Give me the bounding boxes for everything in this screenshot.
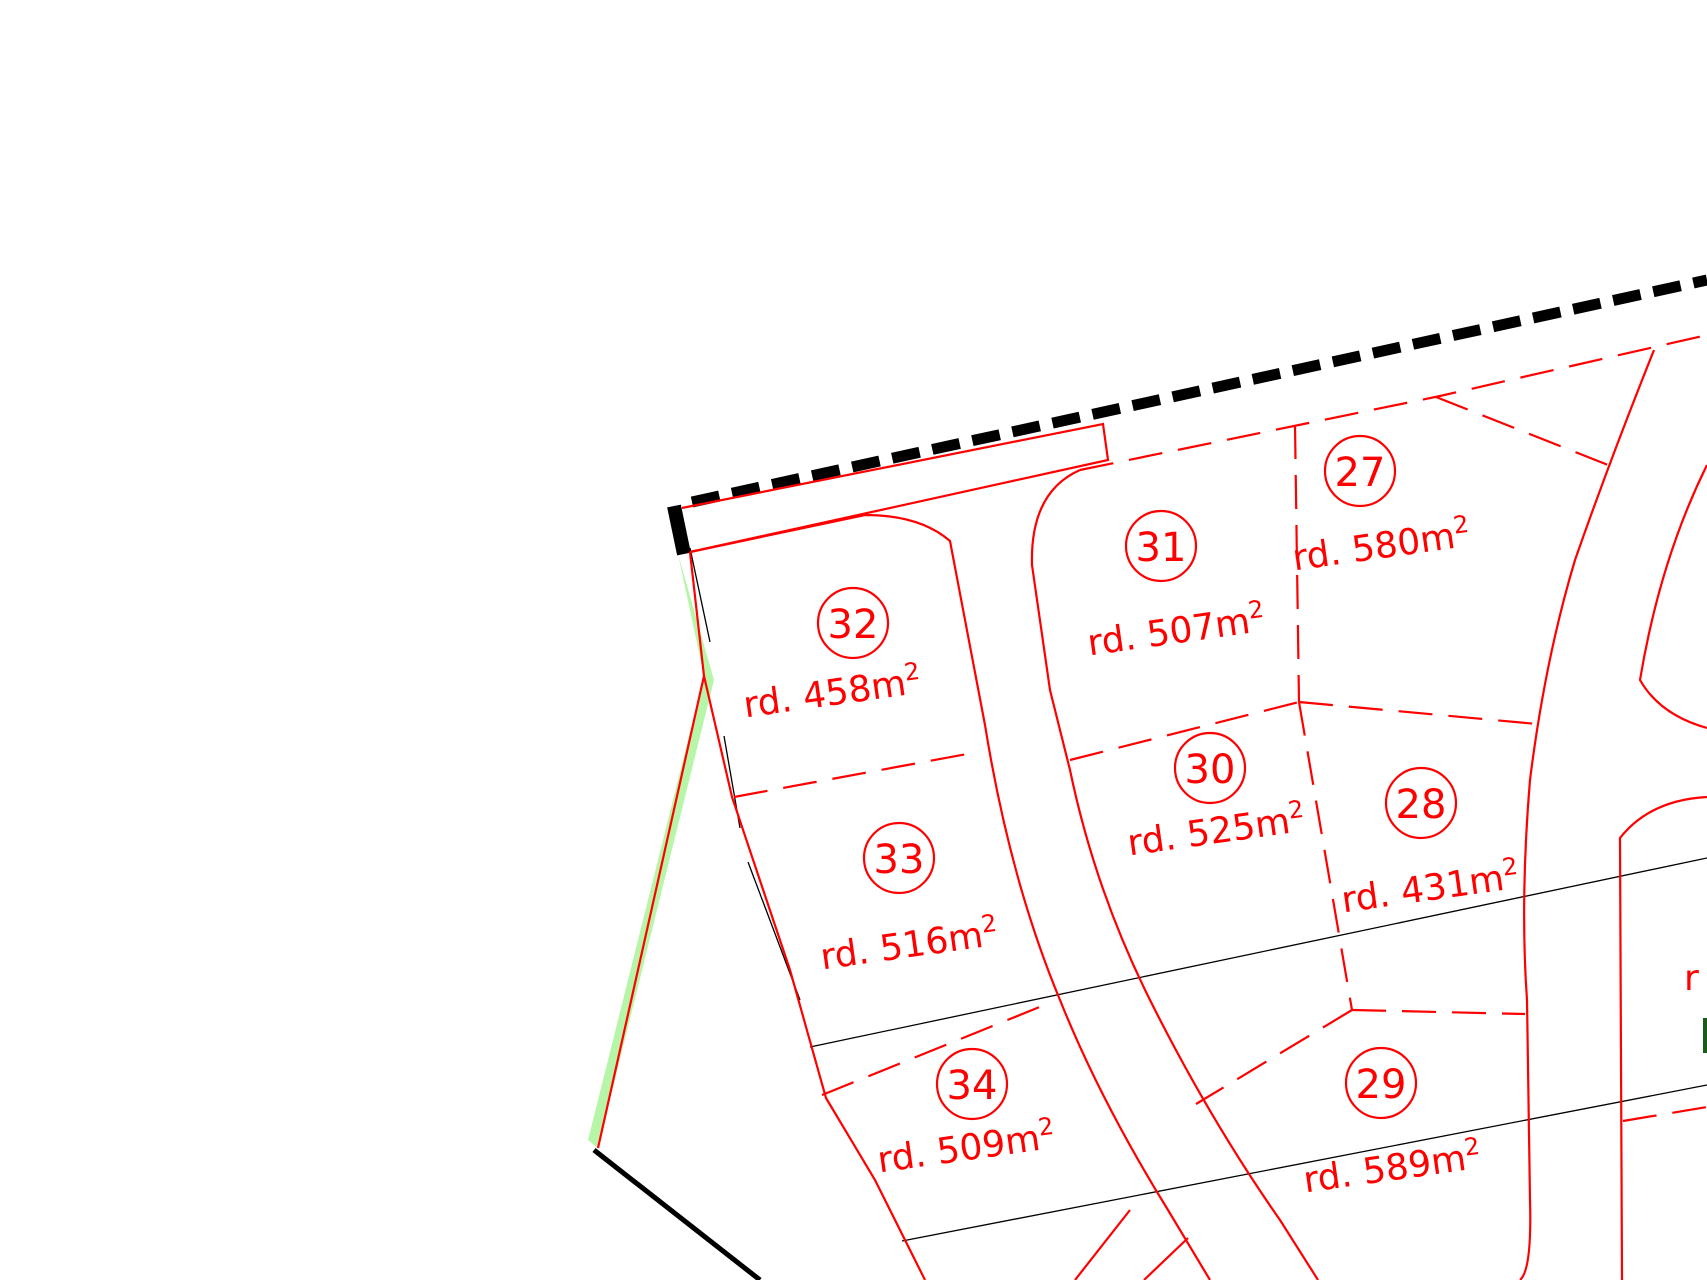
- lot-area-31: rd. 507m2: [1084, 595, 1267, 664]
- grid-lines: [689, 547, 1707, 1242]
- lot-circle-29: [1344, 1046, 1418, 1120]
- plan-boundary-dashed: [690, 274, 1707, 508]
- lot-area-34: rd. 509m2: [874, 1112, 1057, 1181]
- lot-number-30: 30: [1185, 747, 1236, 793]
- edge-partial-label: r: [1684, 958, 1699, 999]
- lot-number-34: 34: [947, 1063, 998, 1109]
- lot-area-30: rd. 525m2: [1124, 795, 1307, 864]
- plan-boundary-bottom: [592, 1148, 762, 1280]
- lot-circle-28: [1384, 766, 1458, 840]
- lot-number-28: 28: [1396, 782, 1447, 828]
- lot-area-28: rd. 431m2: [1338, 852, 1521, 921]
- plan-boundary-corner: [667, 504, 691, 556]
- lot-circles: [816, 434, 1458, 1121]
- lot-circle-30: [1173, 731, 1247, 805]
- lot-lines: [596, 349, 1707, 1280]
- green-boundary-strip: [588, 554, 714, 1148]
- lot-circle-27: [1323, 434, 1397, 508]
- lot-circle-32: [816, 586, 890, 660]
- lot-circle-31: [1124, 509, 1198, 583]
- lot-numbers: 27 28 29 30 31 32 33 34: [828, 450, 1447, 1109]
- lot-number-27: 27: [1335, 450, 1386, 496]
- lot-area-32: rd. 458m2: [740, 657, 923, 726]
- lot-number-33: 33: [874, 837, 925, 883]
- lot-area-29: rd. 589m2: [1300, 1132, 1483, 1201]
- lot-number-32: 32: [828, 602, 879, 648]
- dark-green-mark: [1703, 1018, 1707, 1053]
- lot-area-27: rd. 580m2: [1289, 510, 1472, 579]
- lot-division-lines: [733, 333, 1707, 1123]
- lot-area-33: rd. 516m2: [817, 909, 1000, 978]
- lot-circle-33: [862, 821, 936, 895]
- lot-number-31: 31: [1136, 525, 1187, 571]
- lot-circle-34: [935, 1047, 1009, 1121]
- lot-number-29: 29: [1356, 1062, 1407, 1108]
